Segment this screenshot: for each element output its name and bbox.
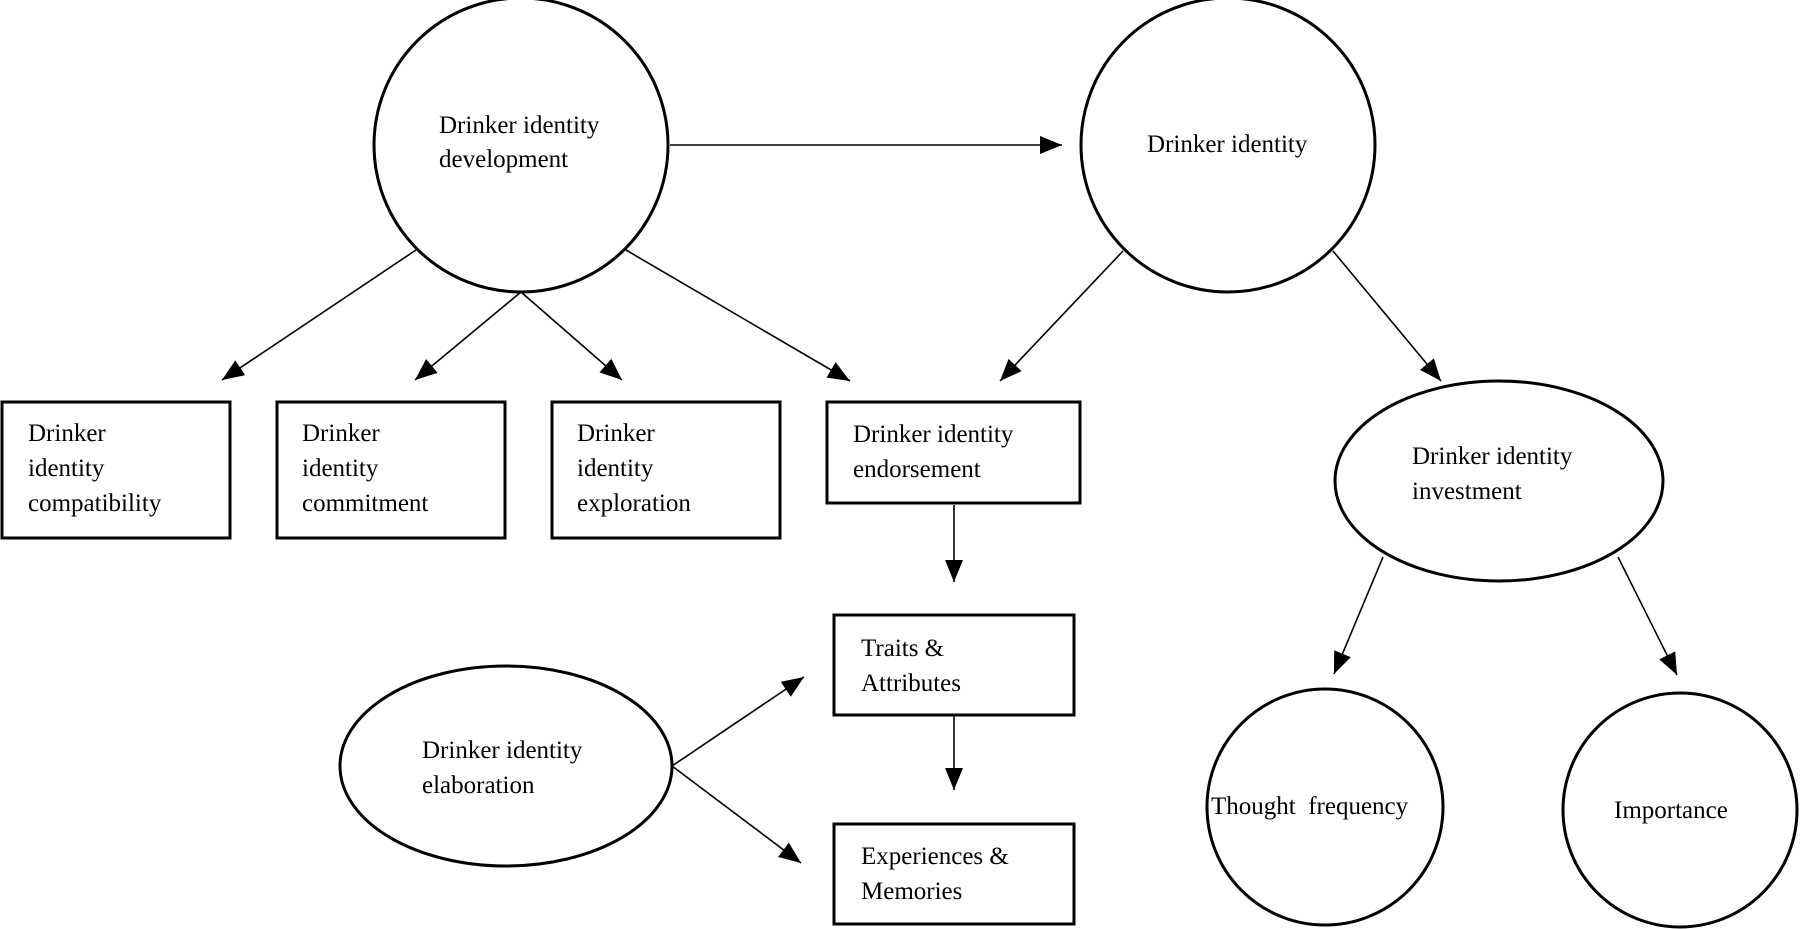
node-shape-traits	[832, 613, 1076, 717]
arrow-development-to-compatibility	[221, 249, 417, 381]
node-shape-endorsement	[825, 400, 1082, 505]
label-importance: Importance	[1614, 797, 1728, 824]
node-shape-thought	[1205, 687, 1445, 927]
arrow-elaboration-to-experiences	[671, 765, 802, 864]
node-shape-exploration	[550, 400, 782, 540]
node-shape-commitment	[275, 400, 507, 540]
label-commitment: Drinker identity commitment	[302, 420, 428, 517]
node-shape-experiences	[832, 822, 1076, 926]
edges	[221, 136, 1678, 864]
arrow-development-to-exploration	[520, 291, 623, 381]
arrow-identity-to-endorsement	[999, 250, 1124, 382]
node-shape-importance	[1561, 691, 1799, 929]
node-shape-identity	[1079, 0, 1377, 294]
node-shape-elaboration	[338, 664, 674, 868]
label-thought: Thought frequency	[1211, 793, 1409, 820]
label-development: Drinker identity development	[439, 112, 606, 173]
arrow-elaboration-to-traits	[671, 676, 805, 767]
node-shape-compatibility	[0, 400, 232, 540]
label-exploration: Drinker identity exploration	[577, 420, 691, 517]
labels: Drinker identity development Drinker ide…	[28, 112, 1728, 905]
label-traits: Traits & Attributes	[861, 635, 961, 697]
arrow-investment-to-importance	[1617, 556, 1678, 676]
arrow-development-to-commitment	[414, 291, 522, 381]
label-elaboration: Drinker identity elaboration	[422, 737, 589, 799]
arrow-investment-to-thought	[1333, 556, 1384, 675]
node-shape-development	[372, 0, 670, 294]
label-identity: Drinker identity	[1147, 131, 1308, 158]
label-experiences: Experiences & Memories	[861, 843, 1015, 905]
label-endorsement: Drinker identity endorsement	[853, 421, 1020, 483]
label-compatibility: Drinker identity compatibility	[28, 420, 162, 517]
node-shape-investment	[1333, 379, 1665, 583]
arrow-development-to-endorsement	[625, 249, 851, 382]
label-investment: Drinker identity investment	[1412, 443, 1579, 505]
arrow-identity-to-investment	[1332, 250, 1442, 382]
